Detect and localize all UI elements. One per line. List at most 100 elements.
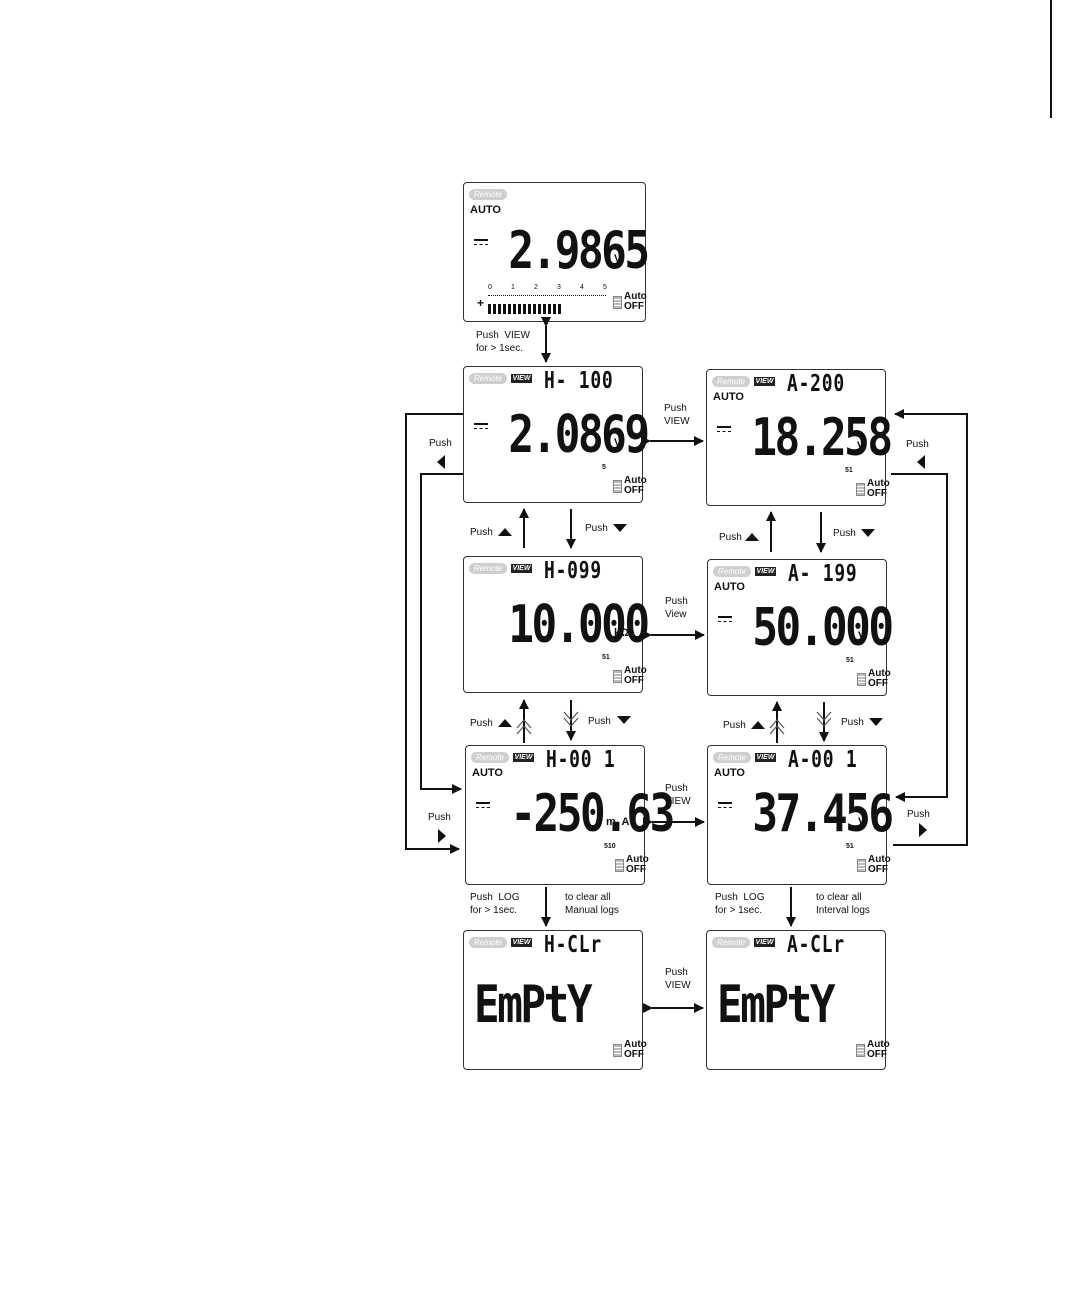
unit-label: V <box>858 630 866 642</box>
label-push-view-1sec: Push VIEW for > 1sec. <box>476 330 530 354</box>
label-push-right-top: Push <box>906 439 929 450</box>
log-index: H- 100 <box>544 368 614 394</box>
remote-annunciator: Remote <box>469 937 507 948</box>
remote-annunciator: Remote <box>469 373 507 384</box>
view-annunciator: VIEW <box>755 567 776 576</box>
label-push-log-right: Push LOG for > 1sec. <box>715 892 765 916</box>
remote-annunciator: Remote <box>469 189 507 200</box>
auto-annunciator: AUTO <box>470 204 501 216</box>
battery-icon <box>856 1044 865 1057</box>
view-annunciator: VIEW <box>511 564 532 573</box>
remote-annunciator: Remote <box>471 752 509 763</box>
range-annunciator: 51 <box>846 843 854 850</box>
label-push-view-row3: Push VIEW <box>665 783 691 807</box>
label-push-left-top: Push <box>429 438 452 449</box>
log-index: A-00 1 <box>788 747 858 773</box>
page-margin-line <box>1050 0 1052 118</box>
range-annunciator: 51 <box>845 467 853 474</box>
label-push-left-bottom: Push <box>428 812 451 823</box>
view-annunciator: VIEW <box>754 377 775 386</box>
label-push-log-left: Push LOG for > 1sec. <box>470 892 520 916</box>
label-push-down-r2: Push <box>841 717 864 728</box>
loop-left-inner <box>420 473 463 794</box>
log-index: A-200 <box>787 371 845 397</box>
view-annunciator: VIEW <box>511 374 532 383</box>
dc-icon <box>476 802 490 810</box>
battery-icon <box>857 859 866 872</box>
battery-icon <box>613 480 622 493</box>
bargraph-scale: 0 1 2 3 4 5 <box>488 284 607 291</box>
range-annunciator: 51 <box>602 654 610 661</box>
battery-icon <box>613 670 622 683</box>
battery-icon <box>856 483 865 496</box>
label-push-right-bottom: Push <box>907 809 930 820</box>
unit-label: V <box>614 437 622 449</box>
unit-label: V <box>614 253 622 265</box>
log-index: H-CLr <box>544 932 602 958</box>
dc-icon <box>718 802 732 810</box>
log-index: A-CLr <box>787 932 845 958</box>
unit-label: kΩ <box>614 627 629 639</box>
dc-icon <box>474 423 488 431</box>
range-annunciator: 510 <box>604 843 616 850</box>
remote-annunciator: Remote <box>469 563 507 574</box>
battery-icon <box>613 1044 622 1057</box>
label-push-down-l2: Push <box>588 716 611 727</box>
remote-annunciator: Remote <box>712 376 750 387</box>
label-push-down-r1: Push <box>833 528 856 539</box>
log-index: H-099 <box>544 558 602 584</box>
remote-annunciator: Remote <box>713 566 751 577</box>
label-push-down-l1: Push <box>585 523 608 534</box>
auto-annunciator: AUTO <box>714 767 745 779</box>
label-clear-interval: to clear all Interval logs <box>816 892 870 916</box>
battery-icon <box>613 296 622 309</box>
dc-icon <box>718 616 732 624</box>
auto-annunciator: AUTO <box>714 581 745 593</box>
unit-label: m A <box>606 816 630 828</box>
range-annunciator: 51 <box>846 657 854 664</box>
main-reading: EmPtY <box>474 975 593 1035</box>
remote-annunciator: Remote <box>713 752 751 763</box>
loop-right-outer <box>893 409 968 846</box>
dc-icon <box>474 239 488 247</box>
loop-left-outer <box>405 413 463 854</box>
label-push-view-row4: Push VIEW <box>665 967 691 991</box>
view-annunciator: VIEW <box>511 938 532 947</box>
view-annunciator: VIEW <box>755 753 776 762</box>
view-annunciator: VIEW <box>513 753 534 762</box>
main-reading: EmPtY <box>717 975 836 1035</box>
bargraph <box>488 301 563 319</box>
label-push-up-l2: Push <box>470 718 493 729</box>
log-index: A- 199 <box>788 561 858 587</box>
battery-icon <box>615 859 624 872</box>
view-annunciator: VIEW <box>754 938 775 947</box>
log-index: H-00 1 <box>546 747 616 773</box>
range-annunciator: 5 <box>602 464 606 471</box>
label-push-up-r1: Push <box>719 532 742 543</box>
auto-annunciator: AUTO <box>713 391 744 403</box>
unit-label: V <box>858 816 866 828</box>
label-push-view-row1: Push VIEW <box>664 403 690 427</box>
label-push-up-r2: Push <box>723 720 746 731</box>
unit-label: V <box>857 440 865 452</box>
loop-right-inner <box>891 473 948 802</box>
dc-icon <box>717 426 731 434</box>
label-push-view-row2: Push View <box>665 596 688 620</box>
auto-annunciator: AUTO <box>472 767 503 779</box>
